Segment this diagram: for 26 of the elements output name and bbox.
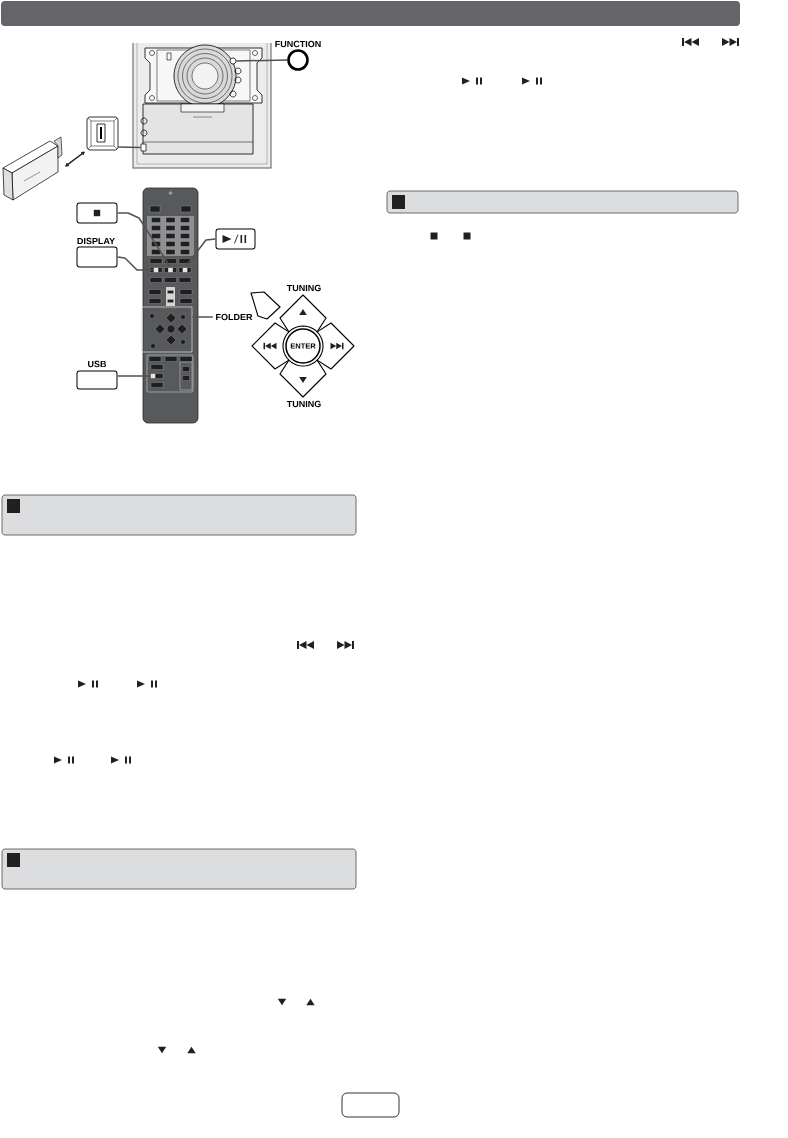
remote-control-drawing <box>142 187 199 424</box>
key-label: TUNING <box>286 284 321 292</box>
remote-button <box>167 267 174 273</box>
remote-button <box>182 267 188 273</box>
key-label: FOLDER <box>216 313 253 321</box>
button-label: USB <box>88 360 107 368</box>
leader-line <box>116 375 152 377</box>
leader-line <box>116 256 155 271</box>
key-cluster-outline <box>141 306 193 353</box>
leader-line <box>191 316 214 318</box>
title-bar <box>1 1 740 26</box>
stereo-unit-drawing <box>132 42 272 169</box>
leader-line <box>116 212 172 269</box>
usb-stick-drawing <box>2 136 63 201</box>
key-label: TUNING <box>286 400 321 408</box>
arrow <box>65 151 85 167</box>
button-label: FUNCTION <box>275 40 321 48</box>
panel-button <box>229 57 237 65</box>
usb-port <box>140 143 147 152</box>
leader-line <box>184 238 217 269</box>
leader-line <box>235 59 288 62</box>
usb-port-drawing <box>86 116 119 151</box>
remote-button <box>153 267 159 273</box>
remote-button <box>150 373 156 379</box>
button-label: DISPLAY <box>77 237 115 245</box>
leader-line <box>117 146 142 149</box>
